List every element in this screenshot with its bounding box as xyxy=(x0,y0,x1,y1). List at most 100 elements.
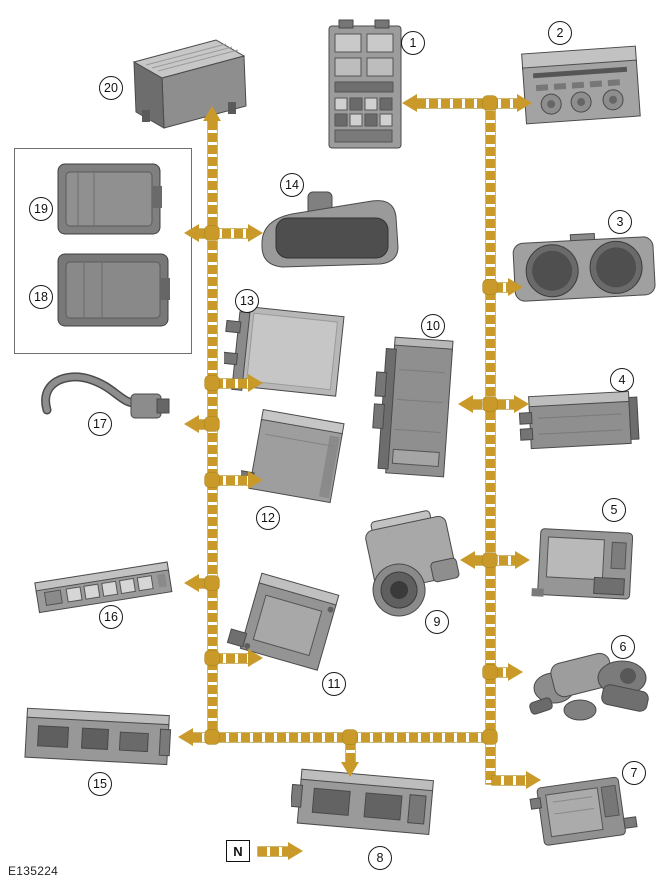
network-note-box: N xyxy=(226,840,250,862)
callout-11-number: 11 xyxy=(327,677,341,691)
arrowhead xyxy=(184,224,199,242)
component-11-module-graphic xyxy=(226,570,346,689)
callout-2: 2 xyxy=(548,21,572,45)
bus-junction xyxy=(343,730,357,744)
bus-junction xyxy=(205,417,219,431)
component-20-amplifier-graphic xyxy=(122,24,252,144)
bus-junction xyxy=(205,226,219,240)
component-5-module-graphic xyxy=(531,521,643,618)
callout-6-number: 6 xyxy=(619,640,627,654)
callout-10-number: 10 xyxy=(426,319,440,333)
bus-branch-19-14 xyxy=(198,229,248,238)
component-18-module-graphic xyxy=(50,244,178,339)
callout-9-number: 9 xyxy=(433,615,441,629)
arrowhead xyxy=(288,842,303,860)
callout-2-number: 2 xyxy=(556,26,564,40)
callout-1-number: 1 xyxy=(409,36,417,50)
component-19-module-graphic xyxy=(50,156,170,247)
bus-junction xyxy=(205,730,219,744)
callout-16: 16 xyxy=(99,605,123,629)
bus-junction xyxy=(205,473,219,487)
bus-junction xyxy=(205,576,219,590)
arrowhead xyxy=(526,771,541,789)
network-note-label: N xyxy=(233,843,243,859)
callout-14-number: 14 xyxy=(285,178,299,192)
callout-11: 11 xyxy=(322,672,346,696)
component-17-antenna-lead-graphic xyxy=(31,366,171,441)
callout-12: 12 xyxy=(256,506,280,530)
arrowhead xyxy=(517,94,532,112)
component-8-module-graphic xyxy=(290,761,443,856)
callout-19-number: 19 xyxy=(34,202,48,216)
component-16-switch-pack-graphic xyxy=(30,550,180,625)
arrowhead xyxy=(184,415,199,433)
component-group-frame xyxy=(14,148,192,354)
component-13-module-graphic xyxy=(221,301,352,408)
callout-14: 14 xyxy=(280,173,304,197)
arrowhead xyxy=(184,574,199,592)
bus-junction xyxy=(483,280,497,294)
component-10-module-graphic xyxy=(372,331,466,498)
callout-19: 19 xyxy=(29,197,53,221)
note-arrow-line xyxy=(258,847,288,856)
arrowhead xyxy=(248,374,263,392)
arrowhead xyxy=(203,106,221,121)
arrowhead xyxy=(178,728,193,746)
bus-junction xyxy=(205,651,219,665)
component-6-steering-column-graphic xyxy=(510,636,660,739)
arrowhead xyxy=(248,649,263,667)
callout-6: 6 xyxy=(611,635,635,659)
callout-20: 20 xyxy=(99,76,123,100)
callout-12-number: 12 xyxy=(261,511,275,525)
callout-7-number: 7 xyxy=(630,766,638,780)
bus-branch-3 xyxy=(494,283,508,292)
bus-junction xyxy=(205,376,219,390)
arrowhead xyxy=(508,278,523,296)
bus-branch-13 xyxy=(214,379,248,388)
bus-left-vertical xyxy=(208,121,217,741)
arrowhead xyxy=(515,551,530,569)
callout-18: 18 xyxy=(29,285,53,309)
bus-junction xyxy=(483,397,497,411)
callout-20-number: 20 xyxy=(104,81,118,95)
callout-5-number: 5 xyxy=(610,503,618,517)
callout-17: 17 xyxy=(88,412,112,436)
arrowhead xyxy=(341,762,359,777)
bus-drop-8 xyxy=(346,741,355,763)
component-2-head-unit-graphic xyxy=(516,40,646,137)
callout-17-number: 17 xyxy=(93,417,107,431)
callout-4-number: 4 xyxy=(618,373,626,387)
callout-7: 7 xyxy=(622,761,646,785)
bus-junction xyxy=(483,665,497,679)
arrowhead xyxy=(248,471,263,489)
callout-18-number: 18 xyxy=(34,290,48,304)
component-4-module-graphic xyxy=(518,386,644,463)
callout-13-number: 13 xyxy=(240,294,254,308)
arrowhead xyxy=(248,224,263,242)
component-1-junction-box-graphic xyxy=(323,18,407,157)
callout-10: 10 xyxy=(421,314,445,338)
arrowhead xyxy=(508,663,523,681)
arrowhead xyxy=(460,551,475,569)
callout-3-number: 3 xyxy=(616,215,624,229)
component-15-module-graphic xyxy=(20,698,178,785)
component-9-camera-graphic xyxy=(346,506,466,629)
callout-15: 15 xyxy=(88,772,112,796)
component-7-module-graphic xyxy=(526,766,640,857)
callout-1: 1 xyxy=(401,31,425,55)
bus-junction xyxy=(483,96,497,110)
callout-3: 3 xyxy=(608,210,632,234)
bus-right-vertical xyxy=(486,99,495,784)
bus-branch-7 xyxy=(492,776,526,785)
arrowhead xyxy=(402,94,417,112)
callout-16-number: 16 xyxy=(104,610,118,624)
callout-15-number: 15 xyxy=(93,777,107,791)
bus-junction xyxy=(483,553,497,567)
component-12-module-graphic xyxy=(235,406,351,519)
callout-9: 9 xyxy=(425,610,449,634)
bus-junction xyxy=(483,730,497,744)
component-14-mirror-graphic xyxy=(250,190,402,279)
callout-8: 8 xyxy=(368,846,392,870)
bus-branch-12 xyxy=(214,476,248,485)
